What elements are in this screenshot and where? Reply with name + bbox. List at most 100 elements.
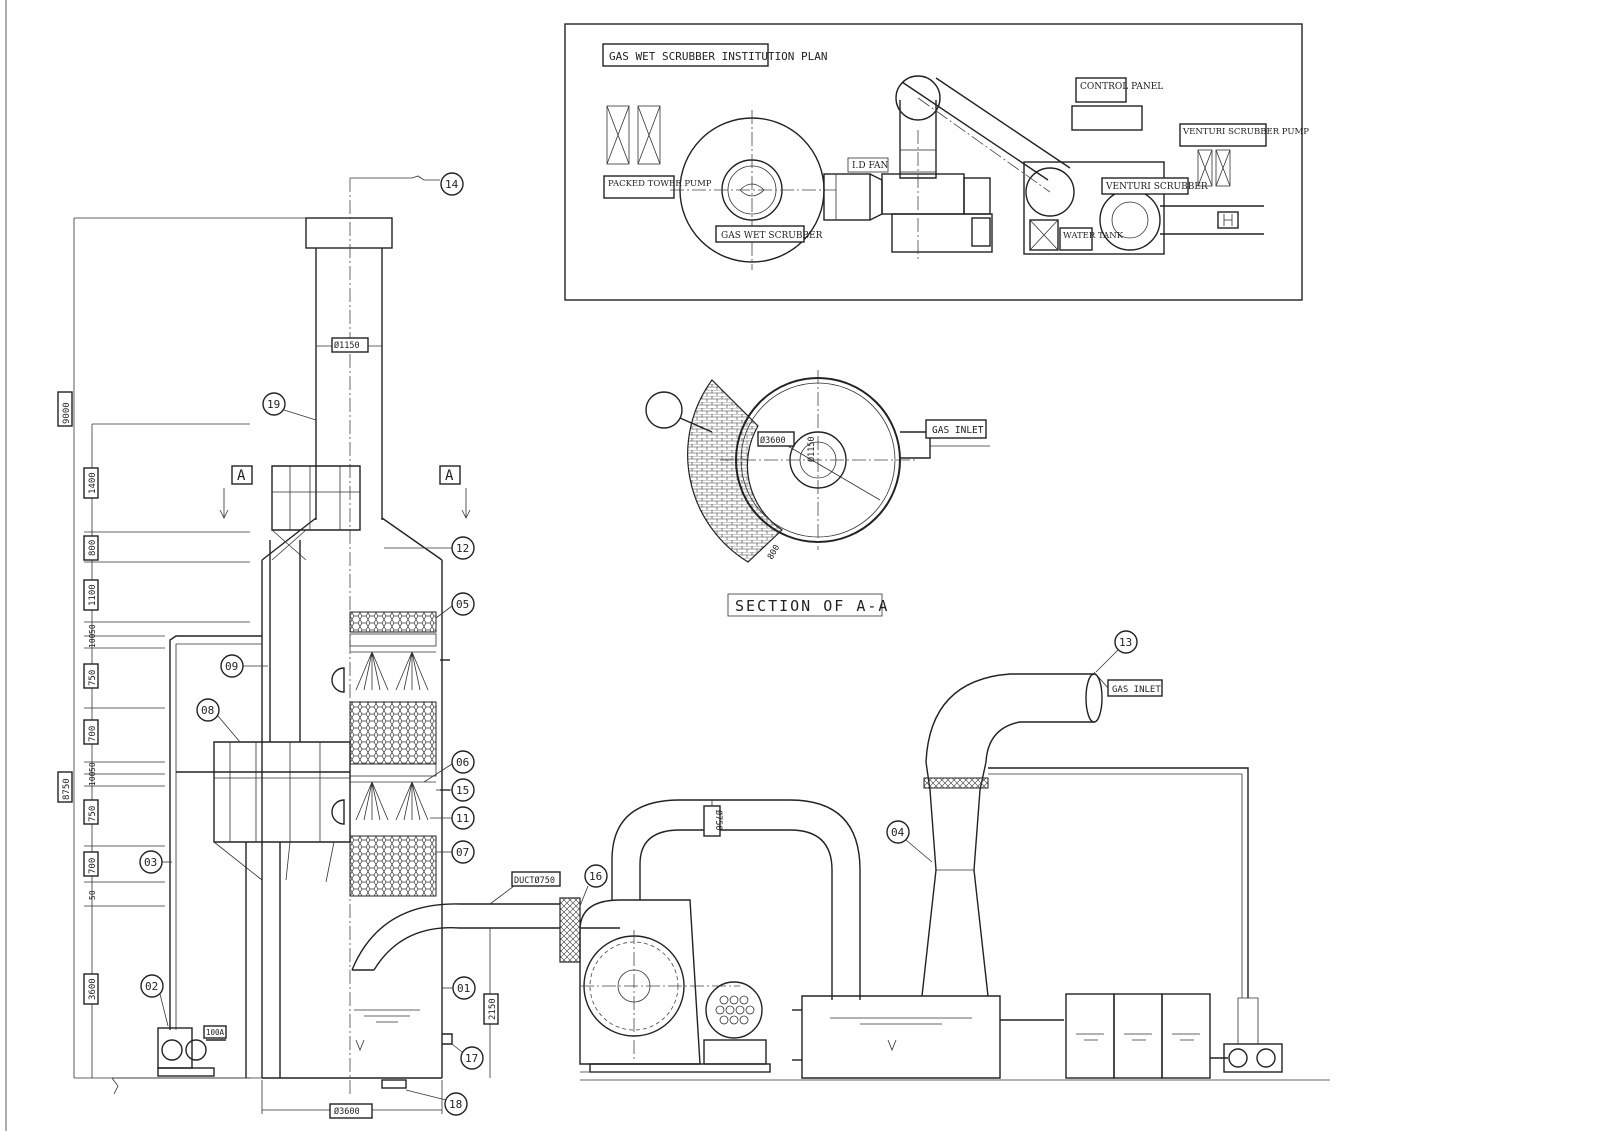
duct-diameter: Ø750: [713, 810, 724, 830]
water-tank-1: [1065, 993, 1115, 1079]
section-dia-inner: Ø1150: [806, 436, 817, 462]
section-title: SECTION OF A-A: [735, 597, 889, 615]
dim-8750: 8750: [62, 778, 72, 800]
svg-text:12: 12: [456, 542, 469, 555]
callout-19: 19: [262, 392, 317, 421]
callout-14: 14: [440, 172, 464, 196]
control-panel-label: CONTROL PANEL: [1080, 82, 1163, 92]
svg-text:19: 19: [267, 398, 280, 411]
packed-tower-pump-label: PACKED TOWER PUMP: [608, 179, 712, 189]
spray-nozzles-lower: [350, 781, 436, 821]
svg-text:18: 18: [449, 1098, 462, 1111]
dim-700-b: 700: [88, 858, 98, 874]
stack-cap: [305, 217, 393, 249]
svg-text:07: 07: [456, 846, 469, 859]
settling-tank: [801, 995, 1001, 1079]
callout-13: 13: [1095, 630, 1138, 673]
section-marker-right: A: [445, 468, 454, 484]
plan-title: GAS WET SCRUBBER INSTITUTION PLAN: [609, 50, 828, 63]
platforms-and-ladder: 100A A A: [111, 465, 471, 1095]
svg-text:03: 03: [144, 856, 157, 869]
riser-pipe: [169, 635, 262, 1030]
dim-9000: 9000: [62, 402, 72, 424]
callout-18: 18: [405, 1089, 468, 1116]
callout-05: 05: [435, 592, 475, 619]
callout-09: 09: [220, 654, 268, 678]
dim-800: 800: [88, 540, 98, 556]
dim-750-a: 750: [88, 670, 98, 686]
callout-15: 15: [436, 778, 475, 802]
id-fan-plan: [881, 173, 965, 215]
water-tank-2: [1113, 993, 1163, 1079]
callout-03: 03: [139, 850, 172, 874]
stack: [315, 248, 383, 520]
packed-tower-pump-box-2: [637, 105, 661, 165]
inlet-elbow: [351, 903, 560, 971]
callout-12: 12: [384, 536, 475, 560]
dim-700-a: 700: [88, 726, 98, 742]
callout-08: 08: [196, 698, 241, 743]
dim-50-c: 50: [88, 890, 97, 900]
plan-view: GAS WET SCRUBBER INSTITUTION PLAN PACKED…: [564, 23, 1309, 301]
dim-50-b: 50: [88, 762, 97, 772]
callout-07: 07: [436, 840, 475, 864]
svg-text:13: 13: [1119, 636, 1132, 649]
ladder: [245, 540, 301, 1078]
dim-100-b: 100: [88, 771, 97, 786]
venturi-scrubber-plan: [1099, 189, 1161, 251]
callout-17: 17: [451, 1043, 484, 1070]
section-dim-800: 800: [766, 543, 782, 561]
dim-labels: 9000 8750 1400 800 1100 50 100 750 700 5…: [57, 391, 99, 1005]
section-gas-inlet-label: GAS INLET: [932, 425, 984, 436]
water-tank-plan: [1029, 219, 1059, 251]
duct-label: DUCTØ750: [514, 875, 555, 886]
u-duct: [611, 799, 861, 1000]
svg-text:01: 01: [457, 982, 470, 995]
callout-16: 16: [579, 864, 608, 907]
id-fan-label: I.D FAN: [852, 161, 888, 171]
section-dia-outer: Ø3600: [760, 435, 786, 446]
svg-text:04: 04: [891, 826, 905, 839]
callout-04: 04: [886, 820, 933, 863]
callout-01: 01: [442, 976, 476, 1000]
dim-100-a: 100: [88, 633, 97, 648]
plan-title-box: [602, 43, 769, 67]
svg-text:08: 08: [201, 704, 214, 717]
base-diameter: Ø3600: [334, 1106, 360, 1117]
dim-1400: 1400: [88, 472, 98, 494]
control-panel-box: [1071, 105, 1143, 131]
elevation-gas-inlet-label: GAS INLET: [1112, 685, 1161, 695]
svg-text:05: 05: [456, 598, 469, 611]
svg-text:17: 17: [465, 1052, 478, 1065]
tower-shell: [261, 560, 443, 1078]
dim-50-a: 50: [88, 624, 97, 634]
packed-tower-pump-box-1: [606, 105, 630, 165]
fan-motor: [971, 217, 991, 247]
svg-text:16: 16: [589, 870, 602, 883]
dim-1100: 1100: [88, 584, 98, 606]
venturi-scrubber-pump-label: VENTURI SCRUBBER PUMP: [1182, 127, 1309, 137]
dim-3600: 3600: [88, 978, 98, 1000]
svg-text:11: 11: [456, 812, 469, 825]
section-marker-left: A: [237, 468, 246, 484]
spray-nozzles-upper: [350, 651, 436, 691]
water-tank-3: [1161, 993, 1211, 1079]
packed-tower-elevation: Ø1150: [261, 175, 620, 1119]
venturi-scrubber-label: VENTURI SCRUBBER: [1105, 182, 1208, 192]
gas-wet-scrubber-label: GAS WET SCRUBBER: [721, 231, 823, 241]
svg-text:09: 09: [225, 660, 238, 673]
svg-text:02: 02: [145, 980, 158, 993]
svg-text:14: 14: [445, 178, 459, 191]
callout-balloons: 01 02 03 04 05 06 07 08 09 11 12 13 14 1…: [139, 172, 1138, 1116]
callout-02: 02: [140, 974, 169, 1027]
fan-motor-elevation: [705, 981, 763, 1039]
valve-label: 100A: [206, 1028, 225, 1037]
dim-2150: 2150: [488, 998, 498, 1020]
callout-06: 06: [423, 750, 475, 783]
svg-text:15: 15: [456, 784, 469, 797]
venturi-scrubber-elevation: GAS INLET: [580, 671, 1330, 1081]
stack-diameter: Ø1150: [334, 340, 360, 351]
svg-text:06: 06: [456, 756, 469, 769]
dim-750-b: 750: [88, 806, 98, 822]
